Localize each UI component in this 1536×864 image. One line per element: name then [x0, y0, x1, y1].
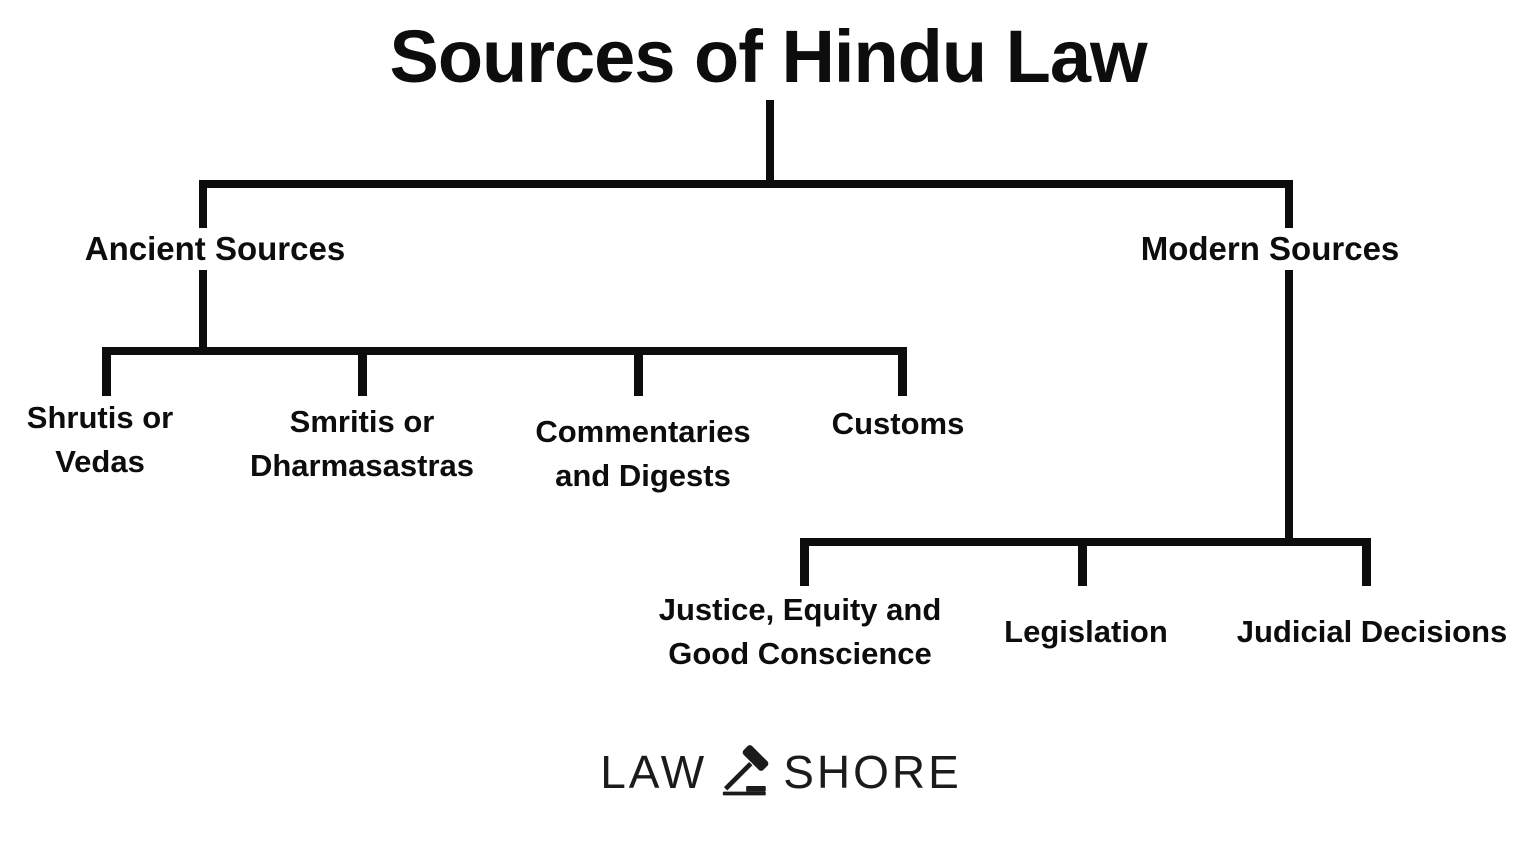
node-justice-equity-good-conscience: Justice, Equity and Good Conscience	[659, 588, 942, 676]
node-label-line: Good Conscience	[668, 636, 932, 671]
node-ancient-sources: Ancient Sources	[74, 228, 356, 270]
node-modern-sources: Modern Sources	[1130, 228, 1410, 270]
gavel-icon	[722, 745, 769, 796]
node-label-line: Justice, Equity and	[658, 592, 942, 627]
logo-word-law: LAW	[600, 746, 708, 798]
tick-justice-equity	[800, 538, 809, 586]
node-legislation: Legislation	[1004, 610, 1168, 654]
connector-modern-vertical	[1285, 180, 1293, 546]
tick-commentaries	[634, 347, 643, 396]
node-label-line: Shrutis or	[26, 400, 174, 435]
tick-smritis	[358, 347, 367, 396]
law-shore-logo: LAW SHORE	[600, 744, 962, 800]
node-judicial-decisions: Judicial Decisions	[1237, 610, 1508, 654]
node-commentaries-and-digests: Commentaries and Digests	[535, 410, 750, 498]
connector-ancient-children-horizontal	[102, 347, 907, 355]
tick-judicial-decisions	[1362, 538, 1371, 586]
node-label-line: Dharmasastras	[249, 448, 475, 483]
tick-customs	[898, 347, 907, 396]
node-label-line: Vedas	[55, 444, 145, 479]
node-label-line: and Digests	[555, 458, 731, 493]
tick-shrutis	[102, 347, 111, 396]
node-customs: Customs	[832, 402, 965, 446]
logo-word-shore: SHORE	[783, 746, 962, 798]
connector-root-stem	[766, 100, 774, 188]
node-label-line: Smritis or	[289, 404, 435, 439]
node-label-line: Legislation	[1004, 614, 1168, 649]
node-label-line: Commentaries	[535, 414, 751, 449]
connector-main-horizontal	[199, 180, 1293, 188]
node-smritis-or-dharmasastras: Smritis or Dharmasastras	[250, 400, 474, 488]
node-label-line: Customs	[831, 406, 965, 441]
page-title: Sources of Hindu Law	[389, 15, 1147, 98]
tick-legislation	[1078, 538, 1087, 586]
node-shrutis-or-vedas: Shrutis or Vedas	[27, 396, 173, 484]
node-label-line: Judicial Decisions	[1236, 614, 1508, 649]
